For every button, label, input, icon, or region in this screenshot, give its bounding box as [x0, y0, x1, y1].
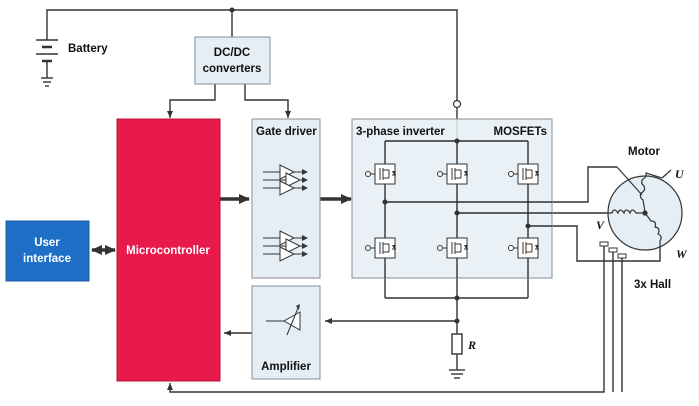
- gate-driver-buffers: [263, 164, 308, 262]
- amplifier-box: [251, 285, 321, 380]
- mosfet-high-u: [374, 163, 397, 185]
- dcdc-converter-box: [194, 36, 271, 85]
- phase-v-label: V: [596, 218, 605, 232]
- mosfet-low-u: [374, 237, 397, 259]
- shunt-resistor-label: R: [467, 338, 476, 352]
- dcdc-label-line2: converters: [203, 63, 262, 75]
- phase-u-label: U: [675, 167, 685, 181]
- dcdc-label-line1: DC/DC: [214, 47, 250, 59]
- mosfet-low-w: [517, 237, 540, 259]
- battery-symbol: [36, 33, 58, 67]
- user-interface-line2: interface: [23, 253, 71, 265]
- inverter-label: 3-phase inverter: [356, 126, 445, 138]
- motor-label: Motor: [628, 146, 660, 158]
- mosfet-high-w: [517, 163, 540, 185]
- hall-sensors-label: 3x Hall: [634, 279, 671, 291]
- gate-driver-label: Gate driver: [256, 126, 317, 138]
- hall-sensors: [599, 241, 627, 259]
- user-interface-line1: User: [34, 237, 60, 249]
- mosfets-label: MOSFETs: [494, 126, 547, 138]
- gate-inputs: [365, 171, 518, 251]
- mosfet-high-v: [446, 163, 469, 185]
- microcontroller-label: Microcontroller: [126, 245, 210, 257]
- user-interface-box: [5, 220, 90, 282]
- amplifier-symbol: [266, 304, 301, 336]
- amplifier-label: Amplifier: [261, 361, 311, 373]
- mosfet-low-v: [446, 237, 469, 259]
- phase-w-label: W: [676, 247, 688, 261]
- microcontroller-box: [116, 118, 221, 382]
- motor-windings: [607, 166, 663, 247]
- inverter-wiring: [382, 138, 552, 278]
- battery-label: Battery: [68, 43, 108, 55]
